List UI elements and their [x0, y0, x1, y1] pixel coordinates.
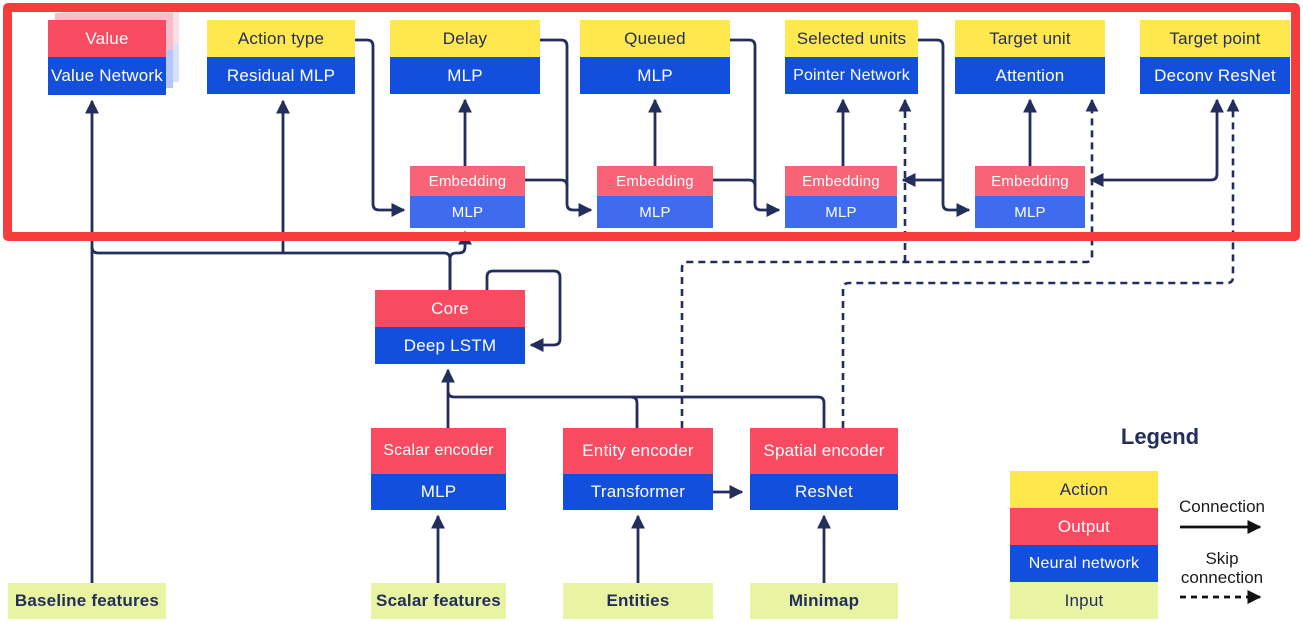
encoder-spatial: Spatial encoder ResNet	[750, 428, 898, 510]
deep-lstm-label: Deep LSTM	[375, 327, 525, 364]
legend-title: Legend	[1120, 424, 1200, 449]
legend-connection-label: Connection	[1178, 497, 1265, 516]
value-node: Value Value Network	[48, 20, 166, 95]
conn-selected-units-to-embedding-4	[918, 38, 971, 217]
encoder-scalar: Scalar encoder MLP	[371, 428, 506, 510]
scalar-mlp-label: MLP	[371, 474, 506, 510]
encoder-entity: Entity encoder Transformer	[563, 428, 713, 510]
conn-delay-to-embedding-2	[540, 38, 593, 217]
action-type-label: Action type	[207, 20, 355, 57]
embedding-1-mlp-label: MLP	[410, 196, 525, 228]
queued-label: Queued	[580, 20, 730, 57]
legend-neural-network-label: Neural network	[1010, 545, 1158, 582]
skip-entity-to-attention	[680, 98, 1099, 428]
legend-color-key: Action Output Neural network Input	[1010, 471, 1158, 619]
spatial-encoder-label: Spatial encoder	[750, 428, 898, 474]
delay-label: Delay	[390, 20, 540, 57]
embedding-2-mlp-label: MLP	[597, 196, 713, 228]
head-selected-units: Selected units Pointer Network	[785, 20, 918, 94]
target-point-label: Target point	[1140, 20, 1290, 57]
value-network-label: Value Network	[48, 57, 166, 95]
conn-entity-encoder-to-core-bus	[630, 395, 639, 428]
deconv-resnet-label: Deconv ResNet	[1140, 57, 1290, 94]
minimap-label: Minimap	[750, 583, 898, 619]
entity-encoder-label: Entity encoder	[563, 428, 713, 474]
baseline-features-label: Baseline features	[8, 583, 166, 619]
delay-mlp-label: MLP	[390, 57, 540, 94]
scalar-encoder-label: Scalar encoder	[371, 428, 506, 474]
head-target-unit: Target unit Attention	[955, 20, 1105, 94]
legend-action-label: Action	[1010, 471, 1158, 508]
head-action-type: Action type Residual MLP	[207, 20, 355, 94]
value-output-label: Value	[48, 20, 166, 57]
head-queued: Queued MLP	[580, 20, 730, 94]
residual-mlp-label: Residual MLP	[207, 57, 355, 94]
embedding-3: Embedding MLP	[785, 166, 897, 228]
conn-embedding-1-to-embedding-2	[525, 178, 569, 187]
action-heads-highlight-frame	[3, 3, 1300, 241]
conn-embedding-4-to-deconv-resnet	[1089, 98, 1224, 187]
conn-spatial-encoder-to-core-bus	[446, 390, 826, 428]
target-unit-label: Target unit	[955, 20, 1105, 57]
resnet-label: ResNet	[750, 474, 898, 510]
core-label: Core	[375, 290, 525, 327]
input-baseline-features: Baseline features	[8, 583, 166, 619]
input-entities: Entities	[563, 583, 713, 619]
skip-spatial-to-deconv-resnet	[841, 98, 1240, 428]
embedding-4: Embedding MLP	[975, 166, 1085, 228]
pointer-network-label: Pointer Network	[785, 57, 918, 94]
embedding-4-mlp-label: MLP	[975, 196, 1085, 228]
attention-label: Attention	[955, 57, 1105, 94]
embedding-2-label: Embedding	[597, 166, 713, 196]
selected-units-label: Selected units	[785, 20, 918, 57]
legend-skip-connection-label: Skip connection	[1180, 549, 1264, 587]
head-delay: Delay MLP	[390, 20, 540, 94]
conn-core-output-bus-left	[90, 246, 452, 290]
legend-input-label: Input	[1010, 582, 1158, 619]
embedding-1: Embedding MLP	[410, 166, 525, 228]
input-scalar-features: Scalar features	[371, 583, 506, 619]
conn-core-loop	[485, 269, 562, 352]
queued-mlp-label: MLP	[580, 57, 730, 94]
conn-queued-to-embedding-3	[730, 38, 781, 217]
scalar-features-label: Scalar features	[371, 583, 506, 619]
conn-core-to-embedding-1	[448, 230, 472, 290]
embedding-4-label: Embedding	[975, 166, 1085, 196]
input-minimap: Minimap	[750, 583, 898, 619]
entities-label: Entities	[563, 583, 713, 619]
transformer-label: Transformer	[563, 474, 713, 510]
conn-action-type-to-embedding-1	[355, 38, 406, 217]
core-node: Core Deep LSTM	[375, 290, 525, 364]
embedding-3-label: Embedding	[785, 166, 897, 196]
head-target-point: Target point Deconv ResNet	[1140, 20, 1290, 94]
embedding-2: Embedding MLP	[597, 166, 713, 228]
legend-output-label: Output	[1010, 508, 1158, 545]
embedding-1-label: Embedding	[410, 166, 525, 196]
embedding-3-mlp-label: MLP	[785, 196, 897, 228]
conn-embedding-2-to-embedding-3	[713, 178, 757, 187]
